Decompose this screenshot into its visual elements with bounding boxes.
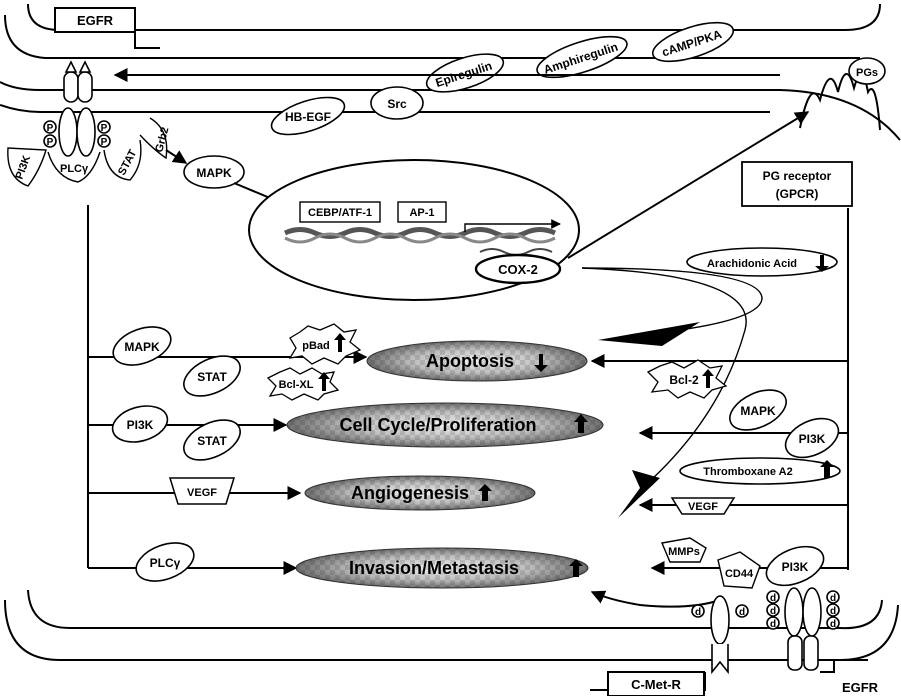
mapk-right-label: MAPK (740, 404, 776, 418)
pg-receptor: PGs PG receptor (GPCR) (742, 58, 885, 206)
bclxl-label: Bcl-XL (279, 379, 314, 391)
gpcr-label: (GPCR) (776, 187, 819, 201)
pg-receptor-label: PG receptor (763, 169, 832, 183)
bcl2-node: Bcl-2 (648, 360, 726, 398)
pgs-label: PGs (856, 67, 878, 79)
pbad-label: pBad (302, 340, 330, 352)
pi3k-right-label: PI3K (799, 432, 826, 446)
pi3k-right-node: PI3K (779, 411, 844, 465)
cd44-label: CD44 (725, 568, 754, 580)
cmet-label: C-Met-R (631, 677, 681, 692)
vegf-left-node: VEGF (170, 478, 234, 504)
angiogenesis-wedge-arrow (618, 470, 660, 518)
mmps-node: MMPs (662, 538, 706, 562)
mapk-right-node: MAPK (724, 382, 793, 438)
pi3k-left-label: PI3K (127, 418, 154, 432)
stat-adaptor: STAT (116, 148, 139, 178)
stat-left-label: STAT (197, 370, 227, 384)
mapk-top-label: MAPK (196, 166, 232, 180)
cmet-receptor: d d C-Met-R (590, 596, 748, 696)
vegf-left-label: VEGF (187, 487, 217, 499)
ap1: AP-1 (409, 207, 434, 219)
angiogenesis-outcome: Angiogenesis (305, 476, 535, 510)
cd44-node: CD44 (718, 552, 760, 588)
bclxl-node: Bcl-XL (268, 368, 338, 400)
src-node: Src (371, 87, 423, 119)
phospho-label: P (47, 137, 54, 148)
pi3k-adaptor: PI3K (14, 154, 34, 181)
phospho-label: P (101, 123, 108, 134)
d-label: d (770, 606, 776, 617)
arachidonic-acid-node: Arachidonic Acid (687, 248, 837, 276)
vegf-right-node: VEGF (672, 498, 734, 514)
mapk-left-node: MAPK (108, 320, 176, 372)
pi3k-left-node: PI3K (109, 400, 172, 447)
egfr-top-label: EGFR (77, 13, 114, 28)
proliferation-outcome: Cell Cycle/Proliferation (287, 403, 603, 447)
cebp-atf1: CEBP/ATF-1 (308, 207, 372, 219)
phospho-label: P (101, 137, 108, 148)
mmps-label: MMPs (668, 546, 700, 558)
thromboxane-label: Thromboxane A2 (703, 466, 792, 478)
d-label: d (739, 607, 745, 618)
pi3k-bottom-node: PI3K (761, 539, 829, 593)
d-label: d (830, 593, 836, 604)
plcg-left-label: PLCγ (150, 556, 181, 570)
mapk-left-label: MAPK (124, 340, 160, 354)
d-label: d (830, 619, 836, 630)
angiogenesis-label: Angiogenesis (351, 483, 469, 503)
d-label: d (770, 619, 776, 630)
d-label: d (770, 593, 776, 604)
apoptosis-wedge-arrow (598, 322, 700, 346)
grb2-adaptor: Grb2 (153, 126, 171, 154)
invasion-label: Invasion/Metastasis (349, 558, 519, 578)
apoptosis-outcome: Apoptosis (367, 341, 587, 381)
stat-left2-label: STAT (197, 434, 227, 448)
hbegf-node: HB-EGF (267, 90, 349, 142)
phospho-label: P (47, 123, 54, 134)
src-label: Src (387, 97, 407, 111)
plcg-adaptor: PLCγ (60, 163, 89, 175)
pi3k-bottom-label: PI3K (782, 560, 809, 574)
d-label: d (830, 606, 836, 617)
invasion-outcome: Invasion/Metastasis (296, 548, 588, 588)
egfr-receptor-bottom: d d d d d d EGFR (767, 588, 879, 695)
d-label: d (695, 607, 701, 618)
proliferation-label: Cell Cycle/Proliferation (339, 415, 536, 435)
stat-left2-node: STAT (178, 412, 247, 468)
plcg-left-node: PLCγ (131, 536, 199, 588)
nucleus: CEBP/ATF-1 AP-1 COX-2 (249, 160, 579, 300)
vegf-right-label: VEGF (688, 501, 718, 513)
apoptosis-label: Apoptosis (426, 351, 514, 371)
hbegf-label: HB-EGF (285, 110, 331, 124)
bcl2-label: Bcl-2 (669, 373, 699, 387)
ligands: Epiregulin Amphiregulin cAMP/PKA (422, 15, 737, 100)
thromboxane-node: Thromboxane A2 (680, 458, 840, 484)
cox2-label: COX-2 (498, 262, 538, 277)
arachidonic-acid-label: Arachidonic Acid (707, 258, 797, 270)
egfr-bottom-label: EGFR (842, 680, 879, 695)
